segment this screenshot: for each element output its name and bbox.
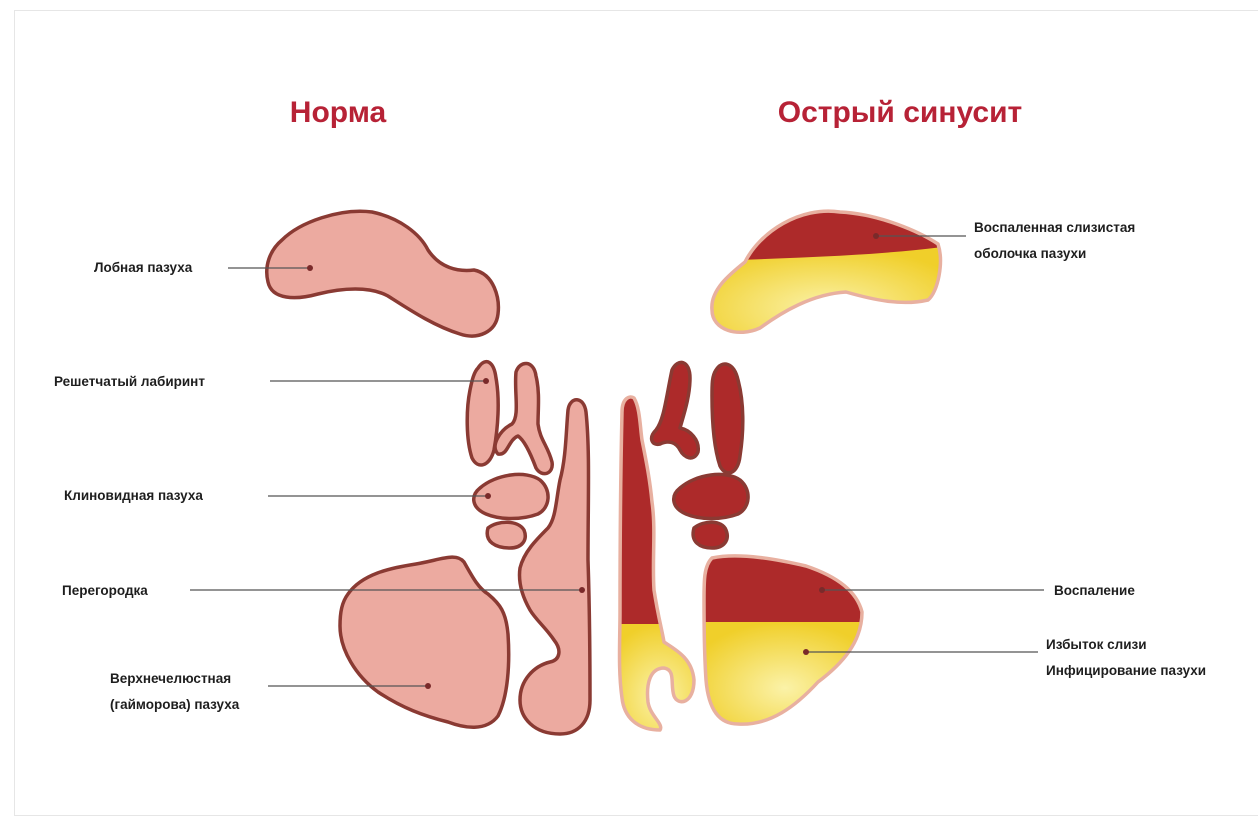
marker-mucus — [803, 649, 809, 655]
marker-maxillary — [425, 683, 431, 689]
ethmoid-cell-2 — [495, 363, 552, 473]
label-inflamed-mucosa-line2: оболочка пазухи — [974, 246, 1086, 261]
sphenoid-small-cell-inflamed — [693, 522, 727, 548]
marker-septum — [579, 587, 585, 593]
ethmoid-cell-inflamed-2 — [712, 364, 743, 473]
marker-inflammation — [819, 587, 825, 593]
marker-mucosa — [873, 233, 879, 239]
label-sinus-infection: Инфицирование пазухи — [1046, 663, 1206, 678]
label-excess-mucus: Избыток слизи — [1046, 637, 1147, 652]
sphenoid-sinus-inflamed — [674, 474, 748, 518]
sinusitis-anatomy — [610, 200, 950, 744]
title-normal: Норма — [290, 96, 387, 129]
sphenoid-small-cell — [487, 522, 525, 548]
label-maxillary-line1: Верхнечелюстная — [110, 671, 231, 686]
marker-frontal — [307, 265, 313, 271]
title-acute-sinusitis: Острый синусит — [778, 96, 1022, 129]
frontal-sinus-inflamed — [700, 200, 950, 350]
label-sphenoid: Клиновидная пазуха — [64, 488, 203, 503]
label-maxillary-line2: (гайморова) пазуха — [110, 697, 240, 712]
maxillary-sinus-inflamed — [700, 550, 870, 732]
label-inflammation: Воспаление — [1054, 583, 1135, 598]
frontal-sinus-normal — [267, 211, 499, 336]
label-inflamed-mucosa-line1: Воспаленная слизистая — [974, 220, 1135, 235]
marker-sphenoid — [485, 493, 491, 499]
marker-ethmoid — [483, 378, 489, 384]
label-ethmoid: Решетчатый лабиринт — [54, 374, 205, 389]
label-septum: Перегородка — [62, 583, 148, 598]
normal-anatomy — [267, 211, 590, 734]
maxillary-sinus-normal — [340, 557, 509, 727]
ethmoid-cell-inflamed-1 — [652, 362, 699, 457]
label-frontal-sinus: Лобная пазуха — [94, 260, 193, 275]
